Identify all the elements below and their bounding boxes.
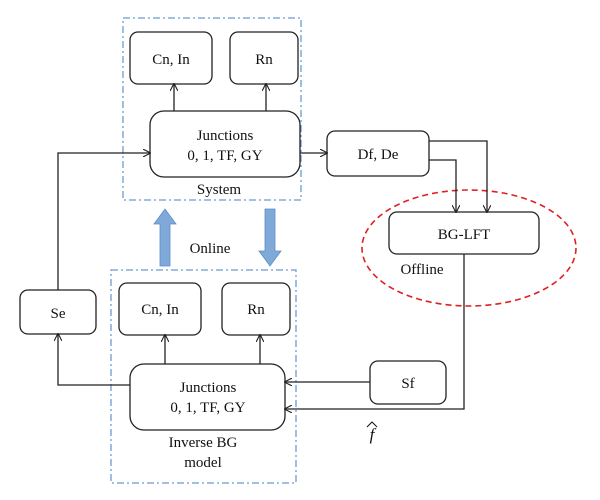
offline-ellipse <box>361 189 577 307</box>
sf-label: Sf <box>401 376 414 392</box>
inverse-label-1: Inverse BG <box>169 435 238 451</box>
inverse-label-2: model <box>184 455 222 471</box>
arrow-se-to-system <box>57 153 150 290</box>
system-rn-label: Rn <box>255 52 273 68</box>
inverse-junctions-label-1: Junctions <box>180 380 237 396</box>
se-label: Se <box>51 306 66 322</box>
inverse-cn-in-label: Cn, In <box>141 302 179 318</box>
inverse-junctions-box <box>129 363 286 431</box>
online-label: Online <box>190 241 231 257</box>
arrow-df-de-to-bg-lft-1 <box>429 140 487 212</box>
arrow-inverse-to-se <box>58 334 130 386</box>
system-junctions-box <box>149 110 301 178</box>
system-cn-in-label: Cn, In <box>152 52 190 68</box>
df-de-label: Df, De <box>358 147 399 163</box>
online-down-arrow <box>258 208 282 267</box>
online-up-arrow <box>153 208 177 267</box>
inverse-junctions-label-2: 0, 1, TF, GY <box>170 400 245 416</box>
system-label: System <box>197 182 242 198</box>
system-junctions-label-1: Junctions <box>197 128 254 144</box>
f-hat-label: f <box>370 425 377 444</box>
inverse-cn-in-box <box>118 282 202 336</box>
arrow-bg-lft-to-inverse <box>285 254 465 409</box>
bg-lft-label: BG-LFT <box>438 227 491 243</box>
system-junctions-label-2: 0, 1, TF, GY <box>187 148 262 164</box>
f-hat-caret <box>366 421 378 428</box>
inverse-model-frame <box>110 269 297 484</box>
inverse-rn-label: Rn <box>247 302 265 318</box>
arrow-df-de-to-bg-lft-2 <box>429 159 456 212</box>
offline-label: Offline <box>400 262 443 278</box>
